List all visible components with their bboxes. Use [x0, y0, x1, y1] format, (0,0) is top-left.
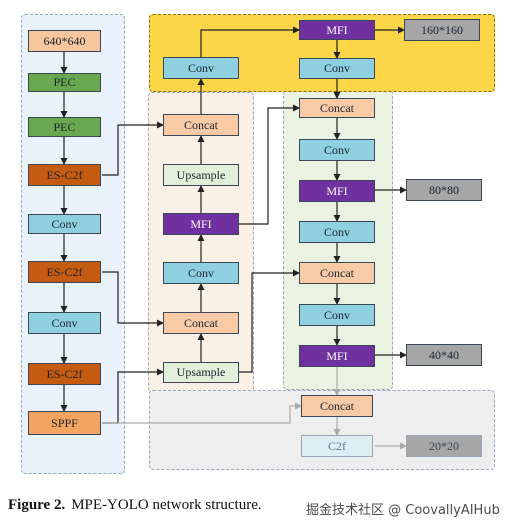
figure-caption: Figure 2. MPE-YOLO network structure.	[8, 497, 262, 514]
conv-node-neck-top: Conv	[163, 57, 239, 79]
concat-node-bottom: Concat	[301, 395, 373, 417]
mfi-node-head-1: MFI	[299, 20, 375, 40]
mfi-node-head-3: MFI	[299, 345, 375, 367]
conv-node-backbone-2: Conv	[28, 312, 101, 334]
c2f-node: C2f	[301, 435, 373, 457]
concat-node-neck-2: Concat	[163, 312, 239, 334]
output-20-node: 20*20	[406, 435, 482, 457]
conv-node-head-3: Conv	[299, 221, 375, 243]
conv-node-head-1: Conv	[299, 58, 375, 79]
mfi-node-head-2: MFI	[299, 180, 375, 202]
figure-caption-text: MPE-YOLO network structure.	[71, 497, 262, 513]
watermark: 掘金技术社区 @ CoovallyAIHub	[306, 503, 500, 518]
output-80-node: 80*80	[406, 179, 482, 201]
sppf-node: SPPF	[28, 411, 101, 435]
pec-node-2: PEC	[28, 117, 101, 137]
es-c2f-node-3: ES-C2f	[28, 363, 101, 385]
output-160-node: 160*160	[404, 19, 480, 41]
conv-node-head-4: Conv	[299, 304, 375, 326]
es-c2f-node-1: ES-C2f	[28, 164, 101, 186]
concat-node-head-1: Concat	[299, 98, 375, 118]
pec-node-1: PEC	[28, 73, 101, 92]
figure-label: Figure 2.	[8, 497, 66, 513]
concat-node-neck-1: Concat	[163, 114, 239, 136]
upsample-node-1: Upsample	[163, 164, 239, 186]
output-40-node: 40*40	[406, 344, 482, 366]
conv-node-head-2: Conv	[299, 139, 375, 161]
conv-node-neck-2: Conv	[163, 262, 239, 284]
mfi-node-neck: MFI	[163, 213, 239, 235]
upsample-node-2: Upsample	[163, 362, 239, 383]
input-640-node: 640*640	[28, 30, 101, 52]
conv-node-backbone-1: Conv	[28, 214, 101, 234]
concat-node-head-2: Concat	[299, 262, 375, 284]
es-c2f-node-2: ES-C2f	[28, 261, 101, 283]
